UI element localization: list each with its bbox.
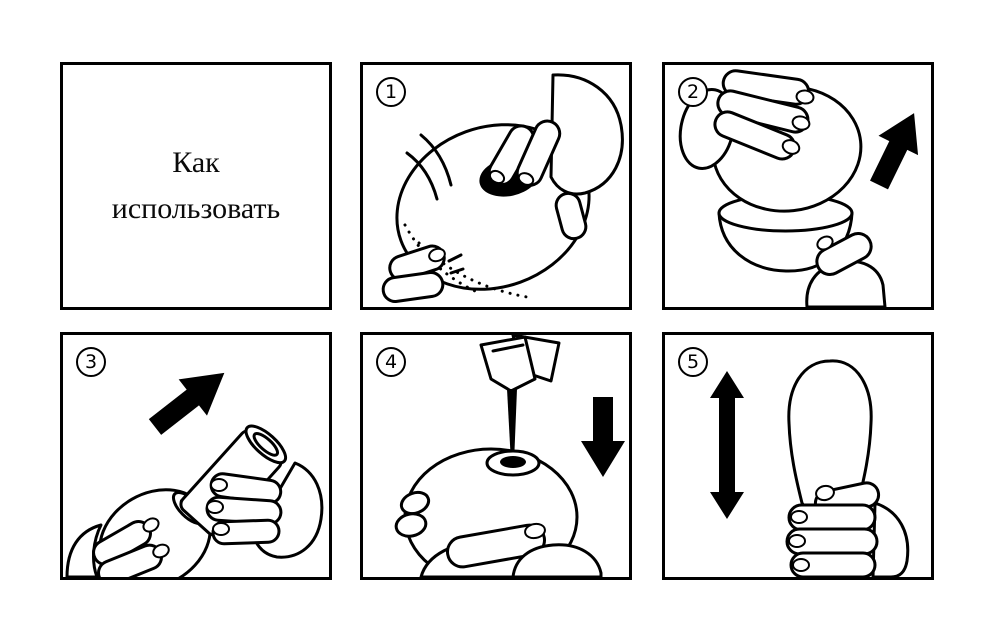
panel-step-4: 4 — [360, 332, 632, 580]
panel-title: Как использовать — [60, 62, 332, 310]
lubricant-stream — [507, 389, 517, 463]
step-1-number-badge: 1 — [376, 77, 406, 107]
step-2-number-badge: 2 — [678, 77, 708, 107]
step-3-number: 3 — [84, 351, 98, 373]
panel-step-1: 1 — [360, 62, 632, 310]
stroke-sleeve-illustration — [710, 359, 910, 577]
down-arrow-icon — [581, 397, 625, 477]
lift-top-illustration — [678, 69, 919, 307]
step-3-number-badge: 3 — [76, 347, 106, 377]
up-right-arrow-icon — [870, 113, 919, 190]
up-right-arrow-icon — [148, 372, 225, 435]
sheet-title: Как использовать — [111, 145, 281, 226]
up-down-arrow-icon — [710, 371, 744, 519]
step-4-number-badge: 4 — [376, 347, 406, 377]
panel-step-3: 3 — [60, 332, 332, 580]
step-5-number-badge: 5 — [678, 347, 708, 377]
peel-wrapper-illustration — [381, 73, 624, 304]
step-2-number: 2 — [686, 81, 700, 103]
remove-holder-illustration — [65, 372, 324, 577]
panel-step-5: 5 — [662, 332, 934, 580]
step-1-number: 1 — [384, 81, 398, 103]
pour-lubricant-illustration — [394, 335, 625, 577]
panel-step-2: 2 — [662, 62, 934, 310]
step-4-number: 4 — [384, 351, 398, 373]
step-5-number: 5 — [686, 351, 700, 373]
